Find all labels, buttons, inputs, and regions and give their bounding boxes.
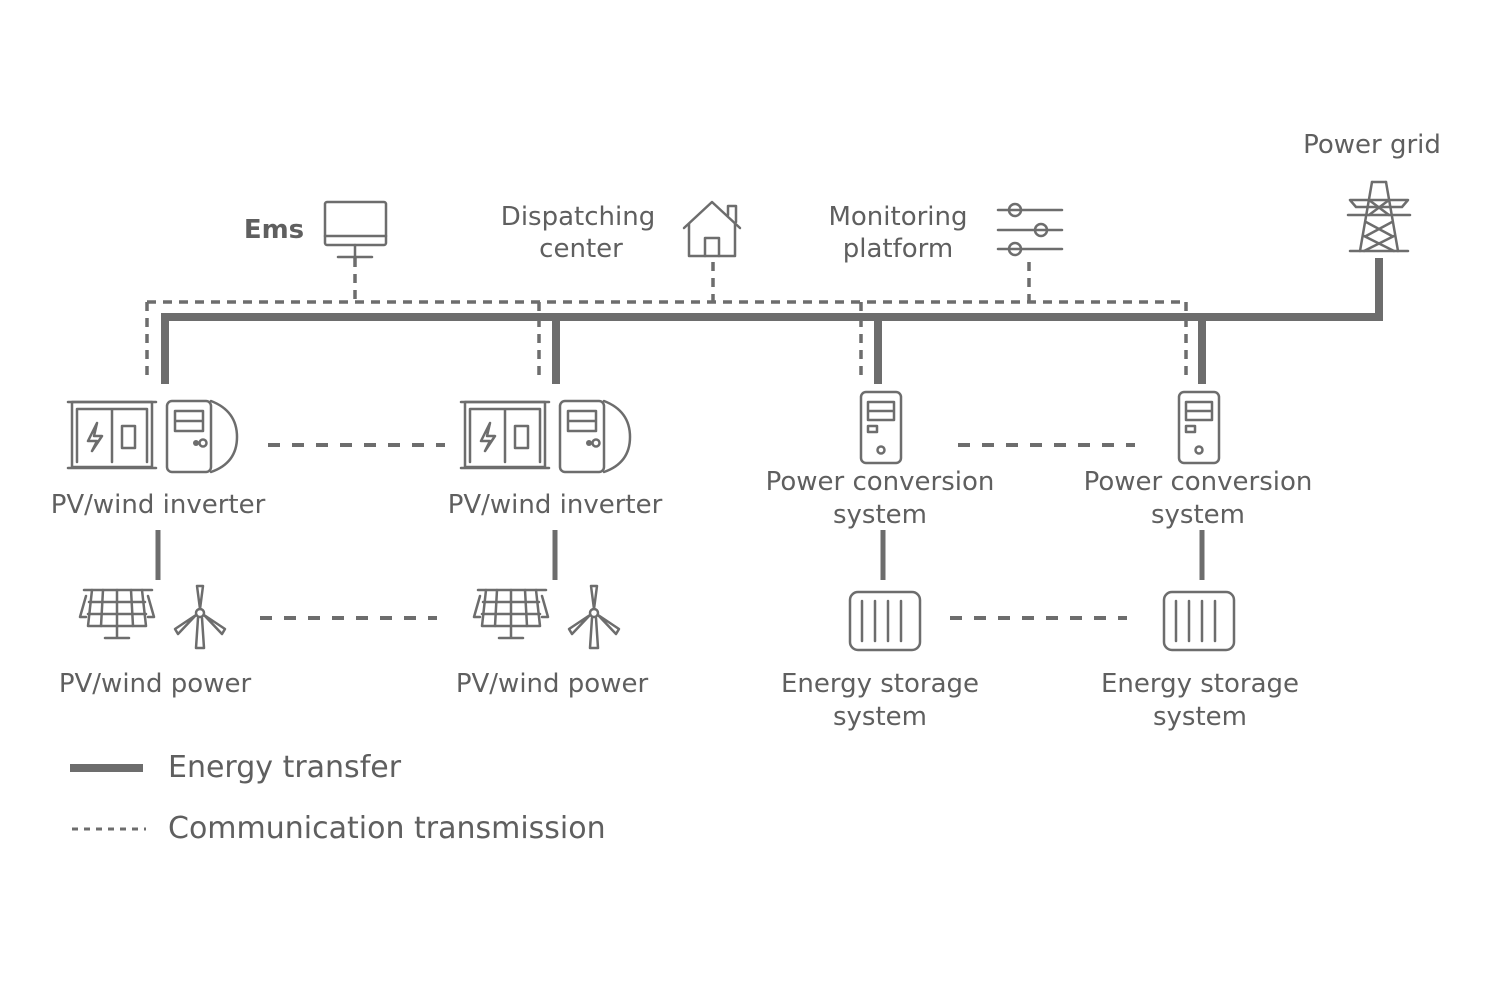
inverter-cabinet-icon: [66, 400, 158, 470]
monitor-icon: [323, 200, 388, 259]
pv-1-label: PV/wind power: [59, 669, 252, 699]
device-links: [155, 443, 1205, 620]
pcs-1-label-line1: Power conversion: [766, 467, 995, 497]
inverter-unit-icon: [165, 399, 239, 474]
wind-turbine-icon: [173, 584, 227, 650]
battery-icon: [1162, 590, 1236, 652]
solar-panel-icon: [472, 588, 550, 640]
inverter-2-label: PV/wind inverter: [448, 490, 663, 520]
house-icon: [682, 200, 742, 258]
inverter-cabinet-icon: [459, 400, 551, 470]
inverter-unit-icon: [558, 399, 632, 474]
ess-1-label-line1: Energy storage: [781, 669, 979, 699]
power-grid-label: Power grid: [1303, 130, 1441, 160]
ess-1-label-line2: system: [833, 702, 927, 732]
ess-node-2: Energy storage system: [1101, 590, 1299, 732]
pcs-2-label-line2: system: [1151, 500, 1245, 530]
ess-node-1: Energy storage system: [781, 590, 979, 732]
inverter-node-2: [459, 399, 632, 474]
solar-panel-icon: [78, 588, 156, 640]
sliders-icon: [996, 202, 1064, 257]
ems-label: Ems: [244, 215, 304, 245]
battery-icon: [848, 590, 922, 652]
monitoring-label-line2: platform: [843, 234, 953, 264]
power-grid-node: Power grid: [1303, 130, 1441, 253]
dispatching-label-line2: center: [539, 234, 623, 264]
legend-energy-label: Energy transfer: [168, 750, 402, 785]
pv-2-label: PV/wind power: [456, 669, 649, 699]
pcs-2-label-line1: Power conversion: [1084, 467, 1313, 497]
pv-node-1: PV/wind power: [59, 584, 252, 699]
pv-node-2: PV/wind power: [456, 584, 649, 699]
pcs-node-1: Power conversion system: [766, 390, 995, 530]
inverter-1-label: PV/wind inverter: [51, 490, 266, 520]
server-icon: [859, 390, 903, 465]
dispatching-label-line1: Dispatching: [501, 202, 655, 232]
monitoring-label-line1: Monitoring: [828, 202, 967, 232]
energy-lines: [161, 258, 1383, 384]
energy-bus: [161, 258, 1383, 321]
communication-lines: [145, 258, 1188, 382]
pcs-node-2: Power conversion system: [1084, 390, 1313, 530]
ess-2-label-line1: Energy storage: [1101, 669, 1299, 699]
inverter-node-1: PV/wind inverter: [51, 399, 266, 520]
legend: Energy transfer Communication transmissi…: [70, 750, 606, 846]
pcs-1-label-line2: system: [833, 500, 927, 530]
server-icon: [1177, 390, 1221, 465]
ess-2-label-line2: system: [1153, 702, 1247, 732]
pylon-icon: [1346, 180, 1412, 253]
dispatching-node: Dispatching center: [501, 200, 742, 264]
ems-node: Ems: [244, 200, 388, 259]
wind-turbine-icon: [567, 584, 621, 650]
legend-comm-label: Communication transmission: [168, 811, 606, 846]
monitoring-node: Monitoring platform: [828, 202, 1064, 264]
